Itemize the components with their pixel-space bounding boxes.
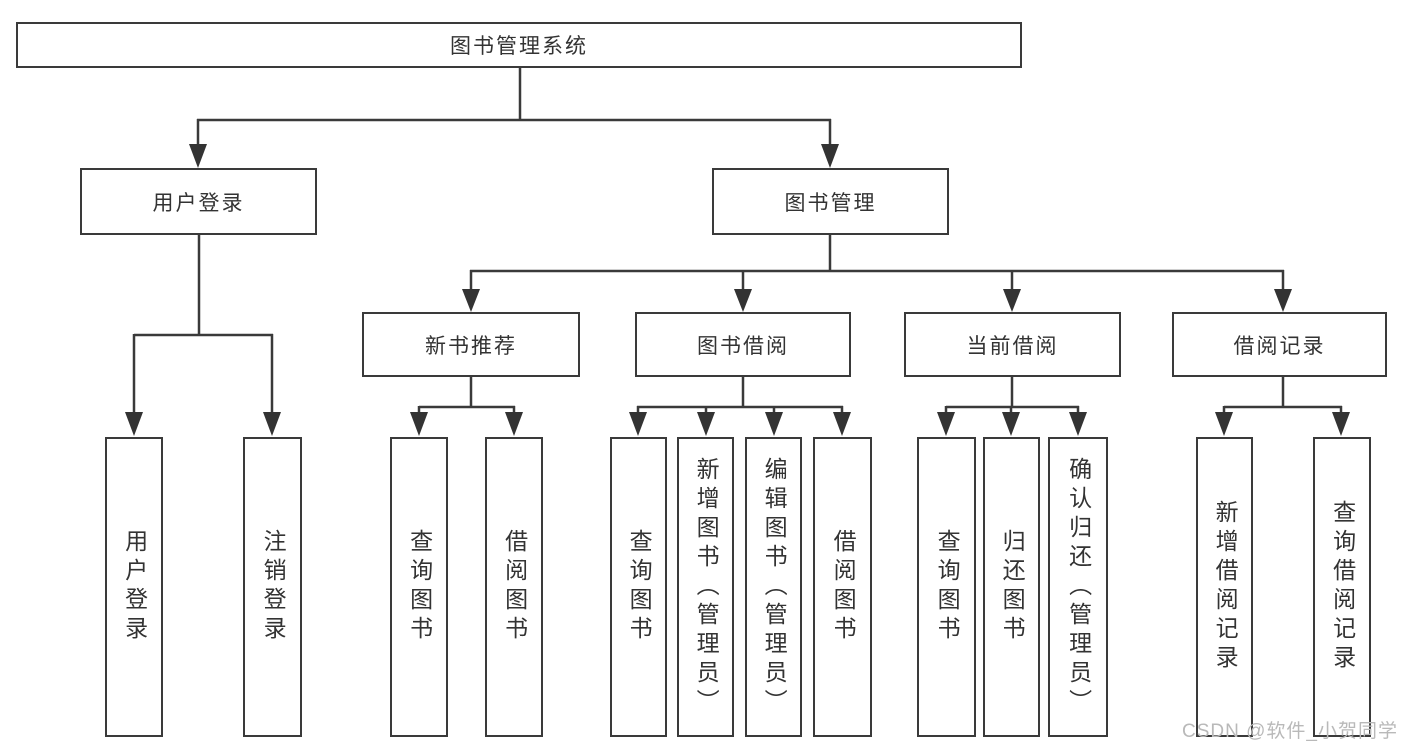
leaf-borrow-books-1: 借阅图书	[485, 437, 543, 737]
node-current-borrow: 当前借阅	[904, 312, 1121, 377]
connector-login-branch	[125, 234, 281, 436]
leaf-label: 新增借阅记录	[1212, 500, 1239, 674]
leaf-confirm-return-admin: 确认归还（管理员）	[1048, 437, 1108, 737]
leaf-label: 借阅图书	[501, 529, 528, 645]
connector-management-to-level3	[462, 234, 1292, 312]
csdn-watermark: CSDN @软件_小贺同学	[1182, 721, 1398, 742]
node-new-book-recommend: 新书推荐	[362, 312, 580, 377]
leaf-query-books-3: 查询图书	[917, 437, 976, 737]
leaf-return-books: 归还图书	[983, 437, 1040, 737]
node-book-management: 图书管理	[712, 168, 949, 235]
connector-recommend-branch	[410, 376, 523, 436]
connector-borrow-branch	[629, 376, 851, 436]
leaf-label: 注销登录	[260, 529, 287, 645]
leaf-borrow-books-2: 借阅图书	[813, 437, 872, 737]
node-borrow-records: 借阅记录	[1172, 312, 1387, 377]
connector-root-to-level2	[189, 68, 839, 168]
leaf-label: 确认归还（管理员）	[1065, 456, 1092, 718]
leaf-label: 用户登录	[121, 529, 148, 645]
leaf-label: 归还图书	[999, 529, 1026, 645]
node-book-borrow: 图书借阅	[635, 312, 851, 377]
leaf-user-login: 用户登录	[105, 437, 163, 737]
leaf-add-borrow-record: 新增借阅记录	[1196, 437, 1253, 737]
connector-records-branch	[1215, 376, 1350, 436]
leaf-label: 查询借阅记录	[1329, 500, 1356, 674]
leaf-edit-books-admin: 编辑图书（管理员）	[745, 437, 802, 737]
leaf-label: 查询图书	[406, 529, 433, 645]
leaf-add-books-admin: 新增图书（管理员）	[677, 437, 734, 737]
leaf-label: 新增图书（管理员）	[693, 456, 720, 718]
node-library-system: 图书管理系统	[16, 22, 1022, 68]
leaf-label: 编辑图书（管理员）	[761, 456, 788, 718]
leaf-label: 借阅图书	[830, 529, 857, 645]
node-user-login-branch: 用户登录	[80, 168, 317, 235]
leaf-query-borrow-record: 查询借阅记录	[1313, 437, 1371, 737]
leaf-label: 查询图书	[626, 529, 653, 645]
leaf-query-books-1: 查询图书	[390, 437, 448, 737]
leaf-query-books-2: 查询图书	[610, 437, 667, 737]
connector-current-branch	[937, 376, 1087, 436]
leaf-logout: 注销登录	[243, 437, 302, 737]
leaf-label: 查询图书	[934, 529, 961, 645]
